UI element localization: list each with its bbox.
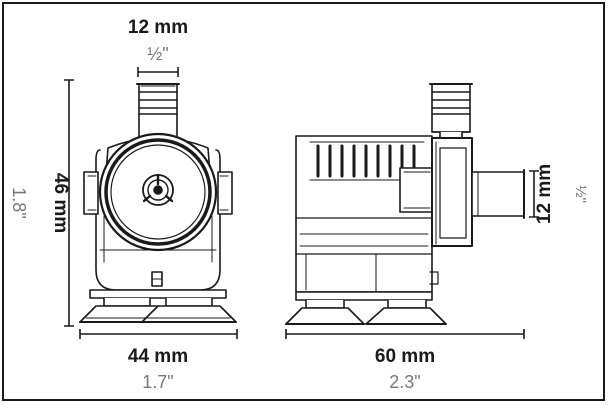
top-width-inch-label: ½" — [147, 44, 168, 64]
front-width-inch-label: 1.7" — [142, 372, 173, 392]
side-length-mm-label: 60 mm — [375, 346, 435, 367]
dim-line-height — [64, 79, 74, 327]
side-length-inch-label: 2.3" — [389, 372, 420, 392]
front-intake-cover — [98, 132, 218, 252]
height-inch-label: 1.8" — [9, 187, 29, 218]
dim-line-side-length — [285, 329, 525, 339]
dim-line-top-width — [137, 67, 179, 77]
top-width-mm-label: 12 mm — [128, 17, 188, 38]
front-width-mm-label: 44 mm — [128, 346, 188, 367]
front-view-pump — [79, 83, 237, 323]
height-mm-label: 46 mm — [50, 173, 71, 233]
side-outlet-nozzle — [471, 169, 525, 219]
side-suction-cups — [285, 291, 447, 325]
side-housing — [295, 135, 439, 293]
side-top-nozzle — [429, 83, 473, 141]
side-front-cover — [431, 137, 473, 247]
dim-line-front-width — [79, 329, 238, 339]
outlet-mm-label: 12 mm — [534, 164, 555, 224]
side-view-pump — [285, 83, 525, 325]
outlet-inch-label: ½" — [572, 185, 589, 203]
dim-line-outlet — [529, 170, 539, 218]
front-suction-cups — [79, 289, 237, 323]
front-inlet-nozzle — [136, 83, 180, 151]
